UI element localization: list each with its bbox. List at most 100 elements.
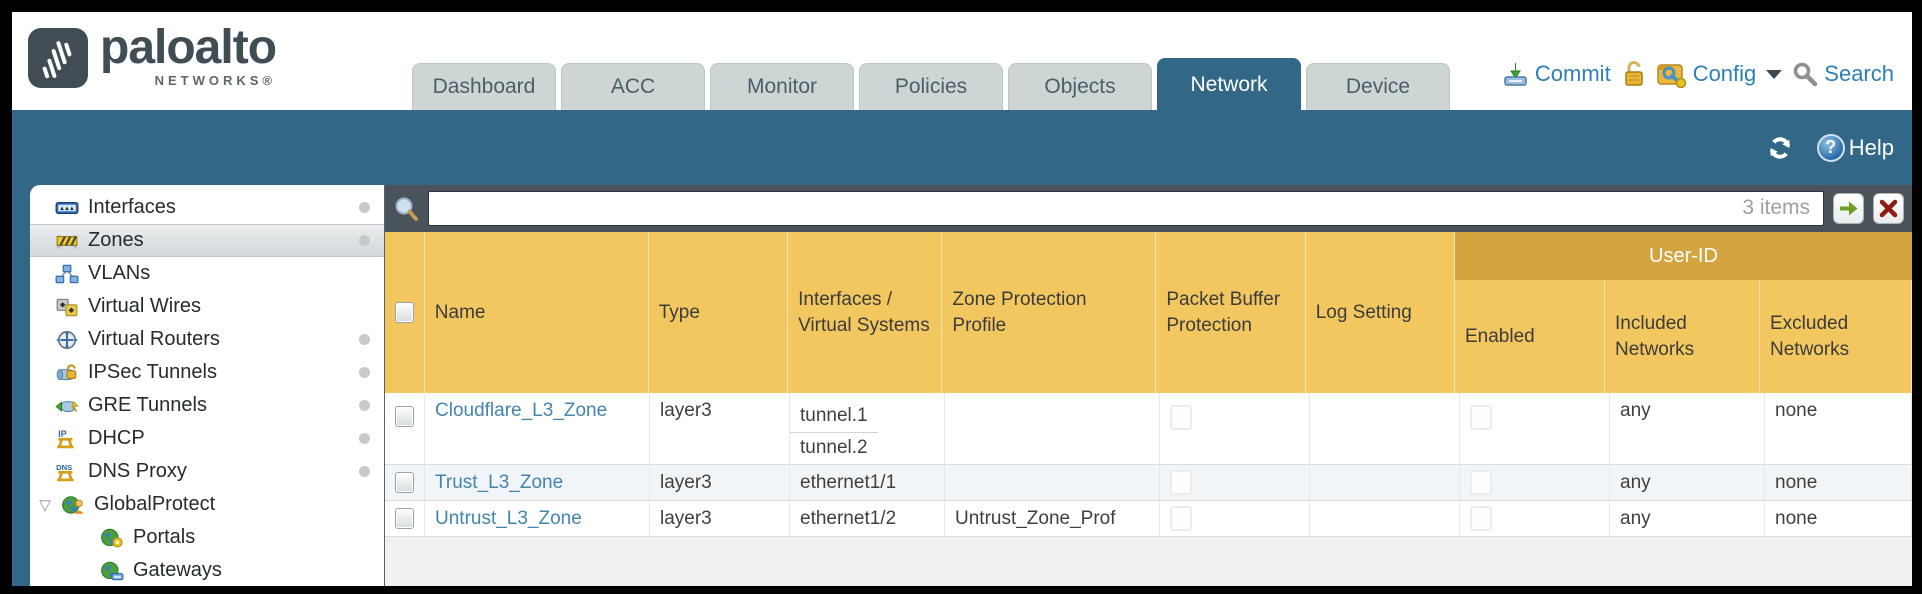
table-row: Cloudflare_L3_Zone layer3 tunnel.1 tunne… xyxy=(385,393,1912,465)
col-header-name[interactable]: Name xyxy=(425,232,649,393)
log-setting-cell xyxy=(1310,501,1460,536)
tab-monitor[interactable]: Monitor xyxy=(710,63,854,110)
excluded-networks-cell: none xyxy=(1765,393,1912,464)
included-networks-cell: any xyxy=(1610,501,1765,536)
sidebar-item-interfaces[interactable]: Interfaces xyxy=(30,191,384,224)
interfaces-cell: ethernet1/1 xyxy=(790,465,945,500)
tab-acc[interactable]: ACC xyxy=(561,63,705,110)
tab-network[interactable]: Network xyxy=(1157,58,1301,110)
sidebar-item-zones[interactable]: Zones xyxy=(30,224,384,257)
col-header-interfaces[interactable]: Interfaces / Virtual Systems xyxy=(788,232,943,393)
status-dot xyxy=(359,202,370,213)
sidebar-item-gateways[interactable]: Gateways xyxy=(30,554,384,586)
interfaces-icon xyxy=(55,201,79,214)
packet-buffer-checkbox xyxy=(1170,405,1192,430)
search-button[interactable]: Search xyxy=(1792,61,1894,87)
search-icon xyxy=(1794,62,1818,87)
row-checkbox[interactable] xyxy=(395,406,414,427)
zones-table: Name Type Interfaces / Virtual Systems Z… xyxy=(385,232,1912,537)
zone-type-cell: layer3 xyxy=(650,465,790,500)
expander-triangle-icon[interactable]: ▽ xyxy=(39,496,51,514)
commit-button[interactable]: Commit xyxy=(1502,61,1611,88)
row-checkbox[interactable] xyxy=(395,508,414,529)
col-header-type[interactable]: Type xyxy=(649,232,789,393)
firewall-webui: paloalto NETWORKS® Dashboard ACC Monitor… xyxy=(12,12,1912,586)
sidebar-item-virtual-routers[interactable]: Virtual Routers xyxy=(30,323,384,356)
clear-filter-button[interactable] xyxy=(1873,193,1904,224)
dns-proxy-icon: DNS xyxy=(56,462,74,481)
tab-dashboard[interactable]: Dashboard xyxy=(412,63,556,110)
table-row: Trust_L3_Zone layer3 ethernet1/1 any non… xyxy=(385,465,1912,501)
interface-entry: tunnel.2 xyxy=(790,431,878,464)
help-button[interactable]: ? Help xyxy=(1816,133,1894,162)
commit-label: Commit xyxy=(1534,61,1611,86)
col-header-included-networks[interactable]: Included Networks xyxy=(1605,280,1760,393)
tab-objects[interactable]: Objects xyxy=(1008,63,1152,110)
green-arrow-icon xyxy=(1840,201,1858,216)
sidebar-item-label: Virtual Wires xyxy=(88,295,201,317)
col-header-excluded-networks[interactable]: Excluded Networks xyxy=(1760,280,1912,393)
svg-text:DNS: DNS xyxy=(56,462,72,471)
sidebar-item-portals[interactable]: Portals xyxy=(30,521,384,554)
col-header-log-setting[interactable]: Log Setting xyxy=(1306,232,1455,393)
select-all-checkbox[interactable] xyxy=(394,302,414,323)
filter-bar: 3 items xyxy=(385,185,1912,232)
col-header-enabled[interactable]: Enabled xyxy=(1455,280,1605,393)
interface-entry: tunnel.1 xyxy=(800,404,868,426)
status-dot xyxy=(359,400,370,411)
col-header-zone-protection[interactable]: Zone Protection Profile xyxy=(942,232,1157,393)
excluded-networks-cell: none xyxy=(1765,501,1912,536)
virtual-routers-icon xyxy=(56,330,78,349)
included-networks-cell: any xyxy=(1610,465,1765,500)
refresh-icon[interactable] xyxy=(1765,133,1795,163)
col-header-packet-buffer[interactable]: Packet Buffer Protection xyxy=(1156,232,1306,393)
sidebar-item-label: Virtual Routers xyxy=(88,328,220,350)
sidebar-item-label: DNS Proxy xyxy=(88,460,187,482)
context-band: ? Help xyxy=(12,110,1912,185)
apply-filter-button[interactable] xyxy=(1833,193,1864,224)
help-label: Help xyxy=(1848,134,1894,160)
gateways-icon xyxy=(101,561,124,580)
vlans-icon xyxy=(55,264,79,283)
sidebar-item-globalprotect[interactable]: ▽ GlobalProtect xyxy=(30,488,384,521)
zone-type-cell: layer3 xyxy=(650,501,790,536)
commit-icon xyxy=(1504,62,1527,86)
sidebar-item-label: GRE Tunnels xyxy=(88,394,207,416)
sidebar-item-vlans[interactable]: VLANs xyxy=(30,257,384,290)
chevron-down-icon xyxy=(1766,69,1783,79)
filter-search-icon[interactable] xyxy=(393,196,419,222)
user-id-enabled-checkbox xyxy=(1470,470,1492,495)
table-header: Name Type Interfaces / Virtual Systems Z… xyxy=(385,232,1912,393)
log-setting-cell xyxy=(1310,465,1460,500)
status-dot xyxy=(359,367,370,378)
lock-icon[interactable] xyxy=(1621,60,1647,88)
sidebar-item-dns-proxy[interactable]: DNS DNS Proxy xyxy=(30,455,384,488)
user-id-enabled-checkbox xyxy=(1470,405,1492,430)
gre-tunnels-icon xyxy=(55,400,79,412)
table-row: Untrust_L3_Zone layer3 ethernet1/2 Untru… xyxy=(385,501,1912,537)
sidebar-item-virtual-wires[interactable]: Virtual Wires xyxy=(30,290,384,323)
zone-name-link[interactable]: Untrust_L3_Zone xyxy=(435,507,582,529)
status-dot xyxy=(359,433,370,444)
zone-name-link[interactable]: Trust_L3_Zone xyxy=(435,471,564,493)
sidebar-item-dhcp[interactable]: IP DHCP xyxy=(30,422,384,455)
user-id-enabled-checkbox xyxy=(1470,506,1492,531)
paloalto-logo-icon xyxy=(28,28,88,88)
excluded-networks-cell: none xyxy=(1765,465,1912,500)
content-area: 3 items xyxy=(385,185,1912,586)
sidebar-item-gre-tunnels[interactable]: GRE Tunnels xyxy=(30,389,384,422)
top-bar: paloalto NETWORKS® Dashboard ACC Monitor… xyxy=(12,12,1912,110)
virtual-wires-icon xyxy=(56,298,78,316)
tab-device[interactable]: Device xyxy=(1306,63,1450,110)
row-checkbox[interactable] xyxy=(395,472,414,493)
zone-protection-cell xyxy=(945,465,1160,500)
zone-type-cell: layer3 xyxy=(650,393,790,464)
zone-name-link[interactable]: Cloudflare_L3_Zone xyxy=(435,400,608,421)
tab-policies[interactable]: Policies xyxy=(859,63,1003,110)
sidebar-item-label: IPSec Tunnels xyxy=(88,361,217,383)
main-nav-tabs: Dashboard ACC Monitor Policies Objects N… xyxy=(412,58,1450,110)
dhcp-icon: IP xyxy=(57,429,74,448)
config-menu-button[interactable]: Config xyxy=(1656,60,1783,88)
sidebar-item-ipsec-tunnels[interactable]: IPSec Tunnels xyxy=(30,356,384,389)
filter-input[interactable] xyxy=(428,191,1824,226)
